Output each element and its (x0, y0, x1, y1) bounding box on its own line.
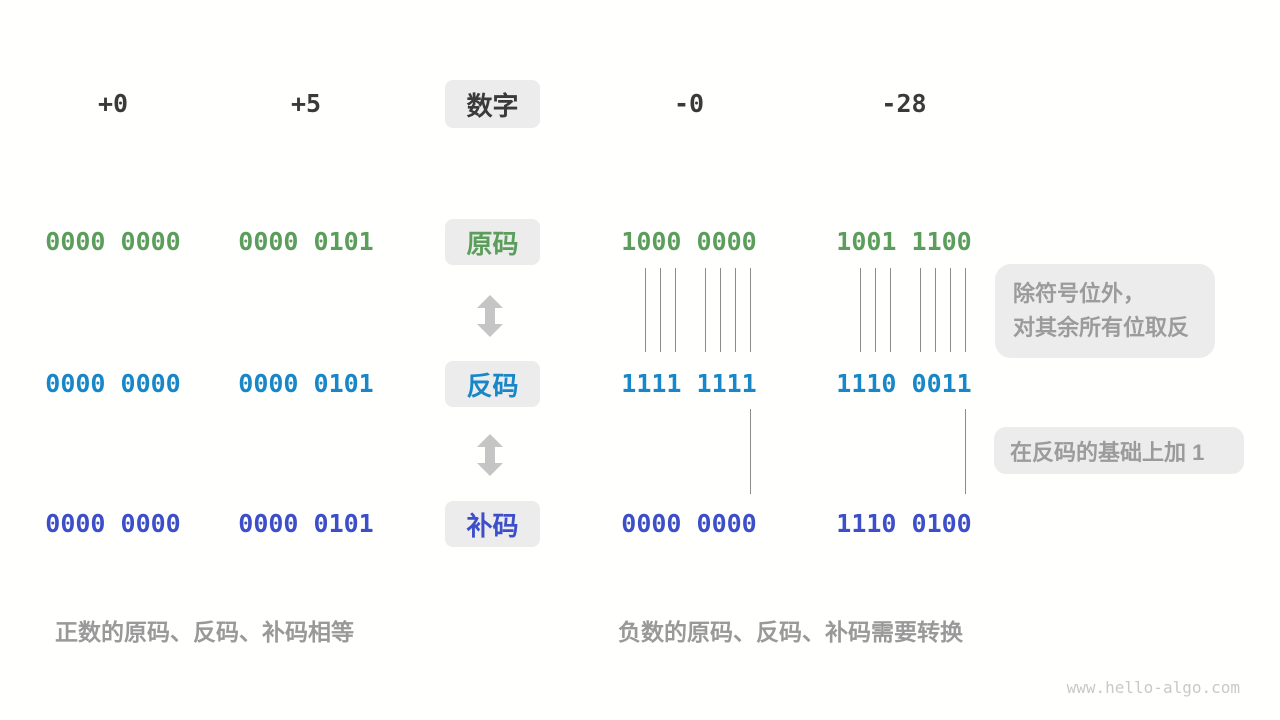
sign-magnitude-minus-zero: 1000 0000 (621, 227, 757, 256)
number-header-plus-five: +5 (290, 89, 322, 118)
twos-complement-plus-five: 0000 0101 (238, 509, 374, 538)
bit-mapping-line (720, 268, 721, 352)
website-watermark: www.hello-algo.com (1066, 678, 1240, 697)
number-header-minus-zero: -0 (673, 89, 705, 118)
add-one-note: 在反码的基础上加 1 (994, 427, 1244, 474)
ones-complement-minus-28: 1110 0011 (836, 369, 972, 398)
bit-mapping-line (675, 268, 676, 352)
bit-mapping-line (965, 268, 966, 352)
bit-mapping-line (750, 268, 751, 352)
twos-complement-label-box: 补码 (445, 501, 540, 547)
number-header-plus-zero: +0 (97, 89, 129, 118)
negative-numbers-caption: 负数的原码、反码、补码需要转换 (618, 619, 963, 645)
bit-mapping-line (860, 268, 861, 352)
bit-mapping-line (950, 268, 951, 352)
bit-mapping-line (935, 268, 936, 352)
bit-mapping-line (705, 268, 706, 352)
twos-complement-plus-zero: 0000 0000 (45, 509, 181, 538)
sign-magnitude-plus-zero: 0000 0000 (45, 227, 181, 256)
sign-magnitude-minus-28: 1001 1100 (836, 227, 972, 256)
invert-bits-note-line1: 除符号位外， (1013, 281, 1146, 306)
ones-complement-label-box: 反码 (445, 361, 540, 407)
updown-arrow-icon (477, 434, 503, 476)
ones-complement-minus-zero: 1111 1111 (621, 369, 757, 398)
bit-mapping-line (890, 268, 891, 352)
invert-bits-note: 除符号位外， 对其余所有位取反 (995, 264, 1215, 358)
updown-arrow-icon (477, 295, 503, 337)
bit-mapping-line (965, 409, 966, 494)
sign-magnitude-label-box: 原码 (445, 219, 540, 265)
bit-mapping-line (735, 268, 736, 352)
number-header-minus-28: -28 (881, 89, 927, 118)
bit-mapping-line (920, 268, 921, 352)
twos-complement-minus-zero: 0000 0000 (621, 509, 757, 538)
bit-mapping-line (875, 268, 876, 352)
bit-mapping-line (660, 268, 661, 352)
number-label-box: 数字 (445, 80, 540, 128)
invert-bits-note-line2: 对其余所有位取反 (1013, 315, 1190, 340)
ones-complement-plus-zero: 0000 0000 (45, 369, 181, 398)
bit-mapping-line (750, 409, 751, 494)
bit-mapping-line (645, 268, 646, 352)
twos-complement-minus-28: 1110 0100 (836, 509, 972, 538)
ones-complement-plus-five: 0000 0101 (238, 369, 374, 398)
sign-magnitude-plus-five: 0000 0101 (238, 227, 374, 256)
positive-numbers-caption: 正数的原码、反码、补码相等 (55, 619, 354, 645)
